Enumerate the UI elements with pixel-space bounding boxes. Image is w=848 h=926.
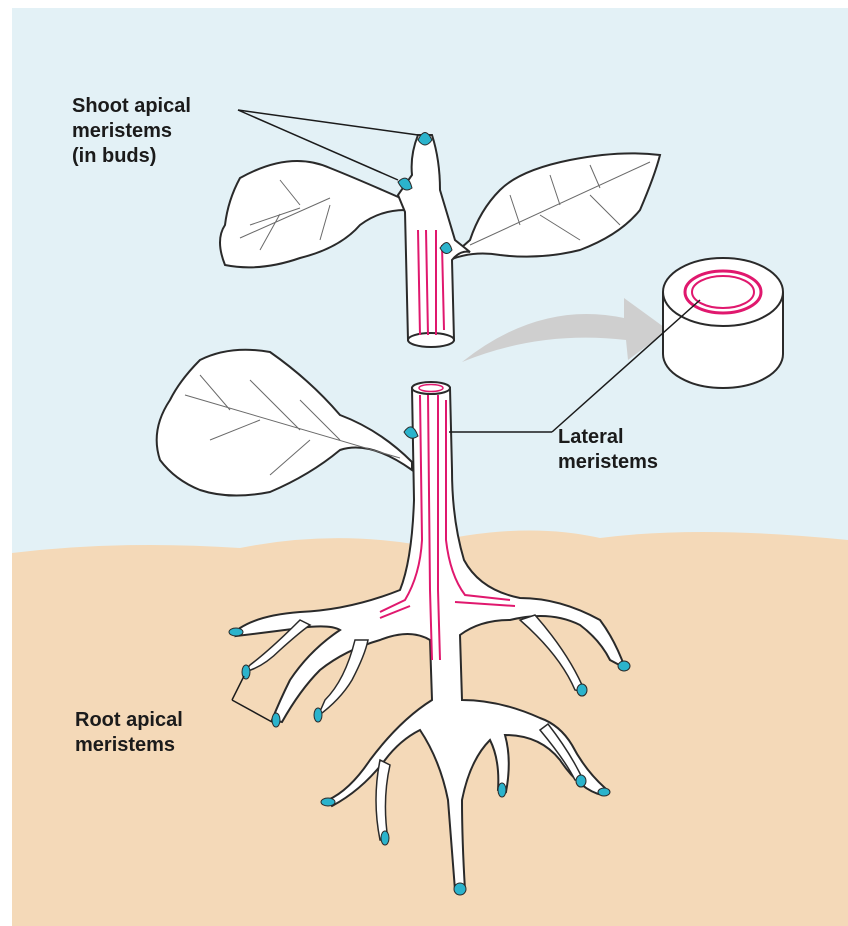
root-label-line-2: meristems [75, 733, 183, 758]
lateral-label-line-2: meristems [558, 450, 658, 475]
shoot-label-line-1: Shoot apical [72, 94, 191, 119]
shoot-apical-meristems-label: Shoot apical meristems (in buds) [72, 94, 191, 169]
lateral-meristems-label: Lateral meristems [558, 425, 658, 475]
lateral-label-line-1: Lateral [558, 425, 658, 450]
root-label-line-1: Root apical [75, 708, 183, 733]
root-apical-meristems-label: Root apical meristems [75, 708, 183, 758]
shoot-label-line-3: (in buds) [72, 144, 191, 169]
shoot-label-line-2: meristems [72, 119, 191, 144]
stem-cross-section [663, 258, 783, 388]
